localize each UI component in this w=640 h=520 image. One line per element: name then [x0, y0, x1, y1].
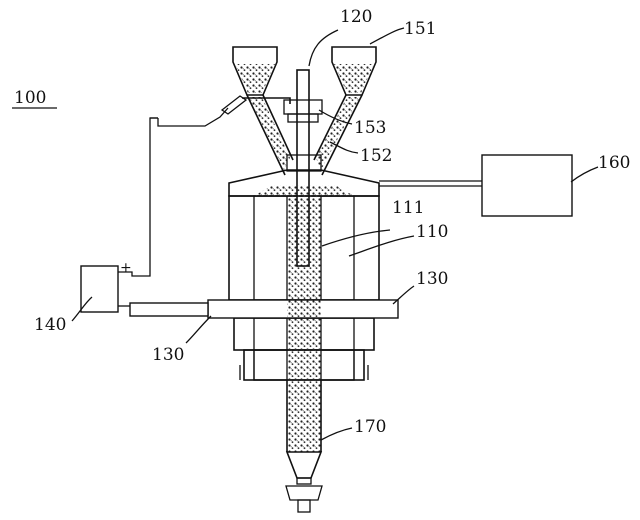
label-funnel: 152	[360, 146, 392, 166]
power-box	[80, 95, 291, 313]
label-bottom-tube: 170	[354, 417, 386, 437]
horizontal-pipe	[129, 299, 399, 319]
leader-lines	[12, 27, 599, 441]
label-furnace: 110	[416, 222, 448, 242]
label-right-box: 160	[598, 153, 630, 173]
label-pipe-left: 130	[152, 345, 184, 365]
label-plus-sign: +	[120, 260, 132, 276]
rod-clamp	[283, 99, 323, 123]
label-system: 100	[14, 88, 46, 108]
label-rod: 120	[340, 7, 372, 27]
left-hopper	[232, 46, 294, 176]
label-hopper: 151	[404, 19, 436, 39]
discharge-tube	[285, 380, 323, 513]
furnace-collar	[286, 154, 322, 172]
label-feed-tube: 153	[354, 118, 386, 138]
label-inner-tube: 111	[392, 198, 424, 218]
vertical-rod	[296, 69, 310, 267]
gas-box	[379, 154, 573, 217]
inner-tube	[286, 196, 322, 380]
label-left-box: 140	[34, 315, 66, 335]
right-hopper	[313, 46, 377, 176]
label-pipe-right: 130	[416, 269, 448, 289]
